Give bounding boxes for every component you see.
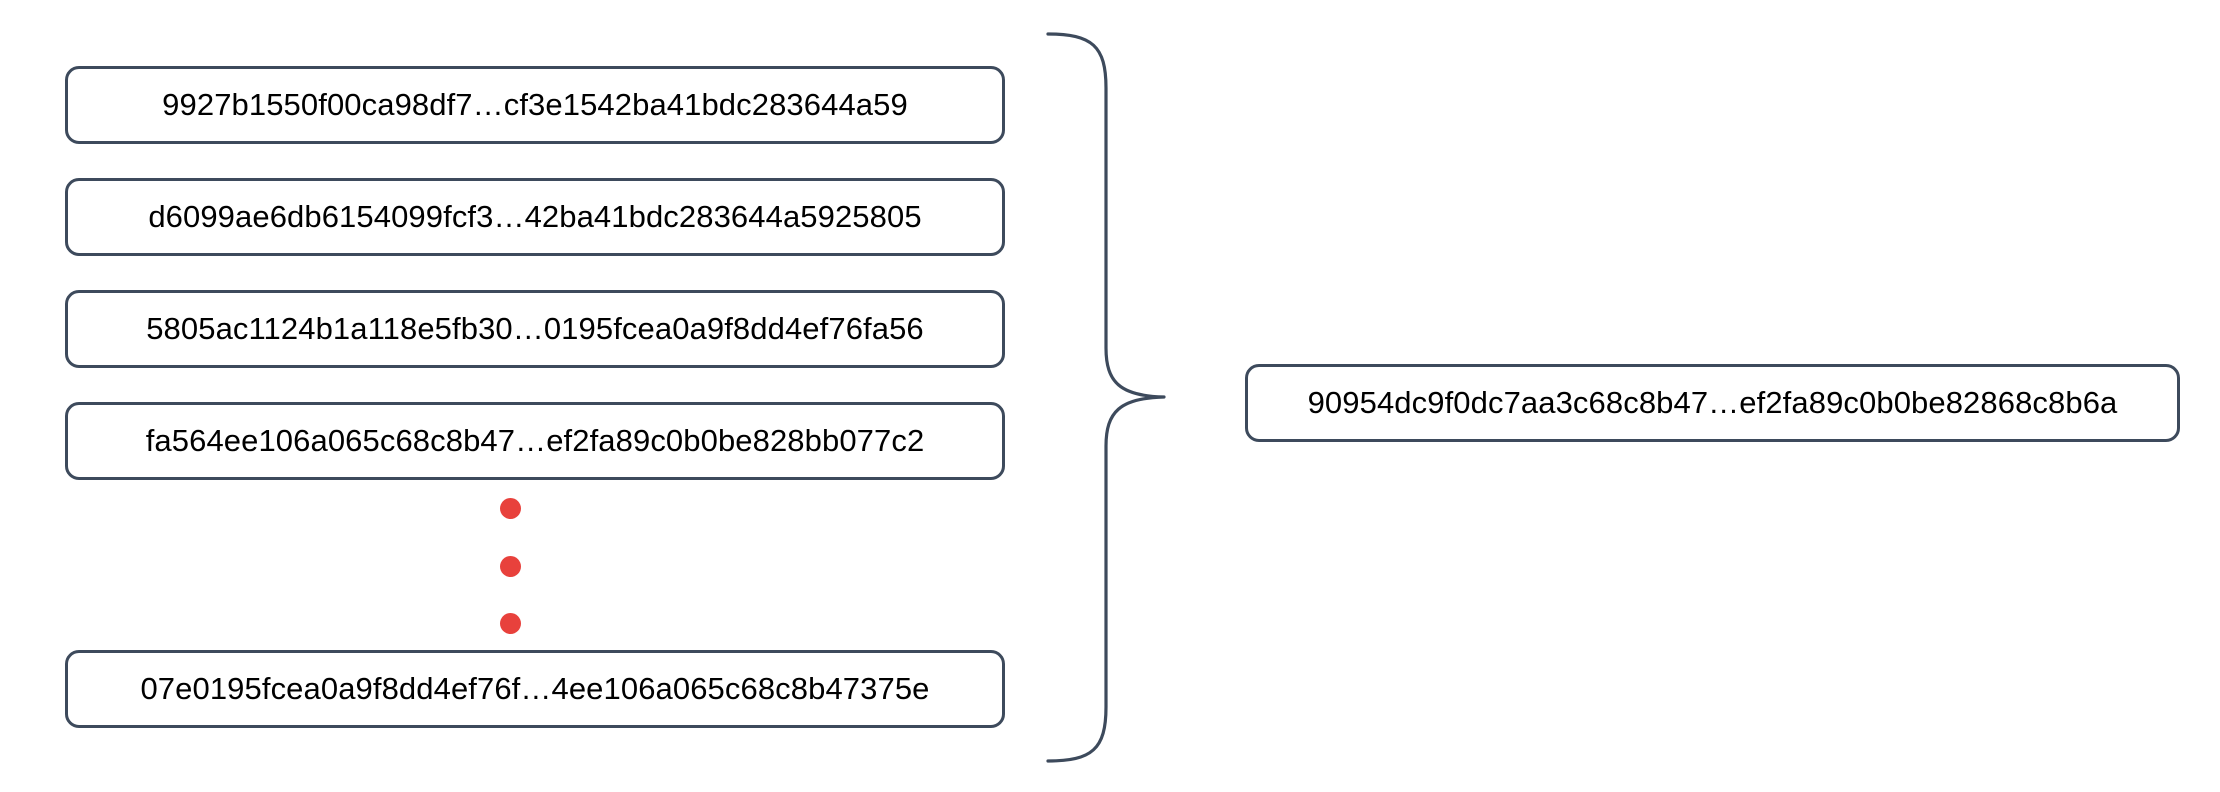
input-hash-label: 07e0195fcea0a9f8dd4ef76f…4ee106a065c68c8… bbox=[140, 671, 930, 706]
input-hash-box-1[interactable]: 9927b1550f00ca98df7…cf3e1542ba41bdc28364… bbox=[65, 66, 1005, 144]
ellipsis-dot-icon bbox=[499, 555, 521, 577]
input-hash-box-2[interactable]: d6099ae6db6154099fcf3…42ba41bdc283644a59… bbox=[65, 178, 1005, 256]
ellipsis-dot-icon bbox=[499, 498, 521, 519]
input-hash-box-5[interactable]: 07e0195fcea0a9f8dd4ef76f…4ee106a065c68c8… bbox=[65, 650, 1005, 728]
input-hash-label: d6099ae6db6154099fcf3…42ba41bdc283644a59… bbox=[148, 199, 922, 234]
input-hash-box-3[interactable]: 5805ac1124b1a118e5fb30…0195fcea0a9f8dd4e… bbox=[65, 290, 1005, 368]
input-hash-label: 9927b1550f00ca98df7…cf3e1542ba41bdc28364… bbox=[162, 87, 908, 122]
input-hash-label: fa564ee106a065c68c8b47…ef2fa89c0b0be828b… bbox=[145, 423, 925, 458]
input-hash-box-4[interactable]: fa564ee106a065c68c8b47…ef2fa89c0b0be828b… bbox=[65, 402, 1005, 480]
input-hash-label: 5805ac1124b1a118e5fb30…0195fcea0a9f8dd4e… bbox=[146, 311, 924, 346]
output-hash-label: 90954dc9f0dc7aa3c68c8b47…ef2fa89c0b0be82… bbox=[1307, 385, 2118, 420]
aggregation-brace-icon bbox=[1040, 30, 1170, 765]
vertical-ellipsis-icon bbox=[497, 498, 523, 634]
output-hash-box[interactable]: 90954dc9f0dc7aa3c68c8b47…ef2fa89c0b0be82… bbox=[1245, 364, 2180, 442]
ellipsis-dot-icon bbox=[499, 613, 521, 634]
